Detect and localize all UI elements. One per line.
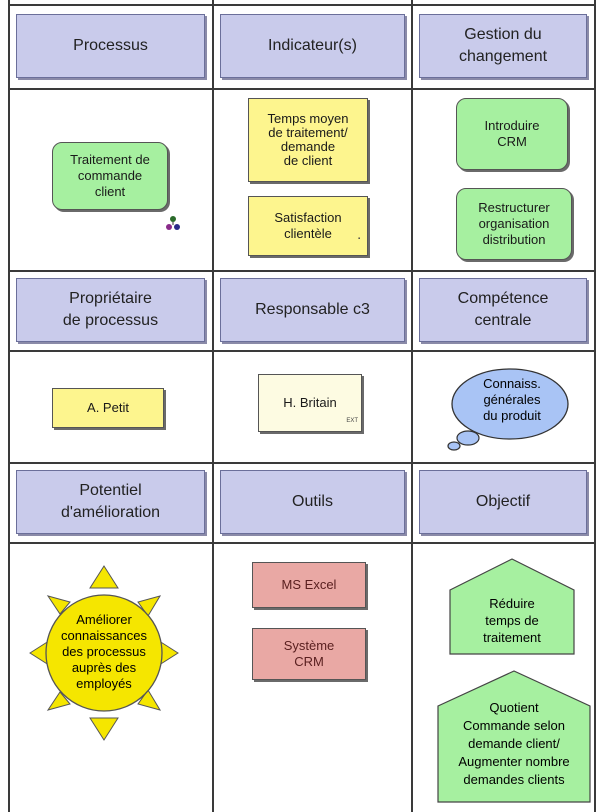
header-responsable: Responsable c3: [220, 278, 405, 342]
change-label: distribution: [482, 232, 546, 247]
grid-line: [8, 270, 595, 272]
header-label: Processus: [73, 37, 148, 54]
owner-box[interactable]: A. Petit: [52, 388, 164, 428]
owner-label: A. Petit: [87, 400, 129, 415]
sun-ray: [137, 595, 162, 617]
improvement-label: des processus: [62, 644, 146, 659]
change-label: Introduire: [484, 118, 540, 133]
grid-line: [8, 88, 595, 90]
competence-bubble[interactable]: Connaiss. générales du produit: [440, 366, 570, 452]
responsible-box[interactable]: H. Britain EXT: [258, 374, 362, 432]
change-label: Restructurer: [478, 200, 550, 215]
header-label: Indicateur(s): [268, 37, 357, 54]
indicator-box-1[interactable]: Temps moyen de traitement/ demande de cl…: [248, 98, 368, 182]
header-label: Potentiel: [79, 482, 142, 499]
sun-ray: [137, 689, 162, 711]
objective-label: demande client/: [468, 736, 560, 751]
competence-label: générales: [483, 392, 541, 407]
process-box[interactable]: Traitement de commande client: [52, 142, 168, 210]
objective-label: Quotient: [489, 700, 539, 715]
improvement-label: Améliorer: [76, 612, 132, 627]
header-proprietaire: Propriétaire de processus: [16, 278, 205, 342]
tool-label: MS Excel: [281, 577, 337, 592]
header-label: Compétence: [457, 290, 549, 307]
objective-label: Commande selon: [463, 718, 565, 733]
sun-ray: [46, 595, 71, 615]
indicator-box-2[interactable]: Satisfaction clientèle: [248, 196, 368, 256]
header-competence: Compétence centrale: [419, 278, 587, 342]
tool-label: CRM: [294, 654, 324, 669]
header-label: Responsable c3: [255, 301, 370, 318]
indicator-marker: ▪: [358, 236, 361, 242]
improvement-label: auprès des: [72, 660, 137, 675]
competence-label: du produit: [483, 408, 541, 423]
improvement-label: employés: [76, 676, 132, 691]
process-label: Traitement de: [70, 152, 150, 167]
change-box-2[interactable]: Restructurer organisation distribution: [456, 188, 572, 260]
sun-ray: [89, 565, 119, 589]
change-box-1[interactable]: Introduire CRM: [456, 98, 568, 170]
objective-label: traitement: [483, 630, 541, 645]
change-label: CRM: [497, 134, 527, 149]
objective-label: Réduire: [489, 596, 535, 611]
tool-label: Système: [283, 638, 335, 653]
change-label: organisation: [478, 216, 550, 231]
header-label: Objectif: [475, 493, 531, 510]
indicator-label: Temps moyen: [267, 111, 349, 126]
grid-line: [212, 0, 214, 812]
indicator-label: de client: [283, 153, 333, 168]
grid-line: [8, 0, 10, 812]
header-label: d'amélioration: [60, 504, 161, 521]
process-label: commande: [77, 168, 143, 183]
tool-box-1[interactable]: MS Excel: [252, 562, 366, 608]
org-chart-icon: [166, 216, 180, 230]
header-label: Outils: [292, 493, 333, 510]
grid-line: [411, 0, 413, 812]
objective-label: demandes clients: [463, 772, 565, 787]
indicator-label: clientèle: [284, 226, 332, 241]
grid-line: [8, 350, 595, 352]
grid-line: [8, 462, 595, 464]
sun-disc: [45, 594, 163, 712]
grid-line: [8, 4, 595, 6]
sun-ray: [46, 691, 71, 711]
header-potentiel: Potentiel d'amélioration: [16, 470, 205, 534]
header-indicateurs: Indicateur(s): [220, 14, 405, 78]
external-tag: EXT: [346, 418, 358, 424]
header-label: Gestion du: [464, 26, 542, 43]
tool-box-2[interactable]: Système CRM: [252, 628, 366, 680]
indicator-label: de traitement/: [268, 125, 348, 140]
header-label: Propriétaire: [69, 290, 152, 307]
objective-label: temps de: [485, 613, 538, 628]
header-label: de processus: [62, 312, 159, 329]
process-label: client: [94, 184, 126, 199]
header-label: centrale: [474, 312, 532, 329]
indicator-label: Satisfaction: [274, 210, 342, 225]
header-gestion-changement: Gestion du changement: [419, 14, 587, 78]
indicator-label: demande: [280, 139, 336, 154]
sun-ray: [89, 717, 119, 741]
responsible-label: H. Britain: [283, 395, 337, 410]
grid-line: [594, 0, 596, 812]
competence-label: Connaiss.: [483, 376, 541, 391]
objective-box-1[interactable]: Réduire temps de traitement: [446, 556, 578, 658]
improvement-sun[interactable]: Améliorer connaissances des processus au…: [26, 562, 204, 746]
objective-label: Augmenter nombre: [458, 754, 569, 769]
header-processus: Processus: [16, 14, 205, 78]
objective-box-2[interactable]: Quotient Commande selon demande client/ …: [434, 668, 594, 806]
improvement-label: connaissances: [61, 628, 147, 643]
header-label: changement: [458, 48, 548, 65]
header-objectif: Objectif: [419, 470, 587, 534]
grid-line: [8, 542, 595, 544]
header-outils: Outils: [220, 470, 405, 534]
